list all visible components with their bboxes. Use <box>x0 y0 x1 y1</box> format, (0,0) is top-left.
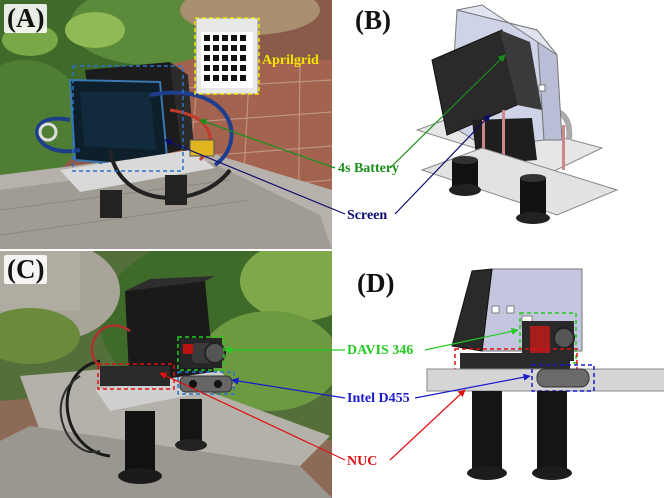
panel-c-photo <box>0 251 332 498</box>
panel-c-label: (C) <box>4 255 48 284</box>
aprilgrid-label: Aprilgrid <box>262 53 319 68</box>
panel-d-label: (D) <box>357 268 395 298</box>
screen-label: Screen <box>347 208 388 223</box>
panel-c: (C) <box>0 251 332 498</box>
panel-a-photo <box>0 0 332 249</box>
nuc-label: NUC <box>347 454 378 469</box>
davis-label: DAVIS 346 <box>347 343 414 358</box>
d455-label: Intel D455 <box>347 391 410 406</box>
panel-d-cad <box>426 268 664 480</box>
battery-label: 4s Battery <box>338 161 400 176</box>
panel-b-label: (B) <box>355 5 391 35</box>
panel-d: (D) <box>332 251 664 498</box>
panel-a-label: (A) <box>4 4 48 33</box>
panel-a: (A) <box>0 0 332 249</box>
